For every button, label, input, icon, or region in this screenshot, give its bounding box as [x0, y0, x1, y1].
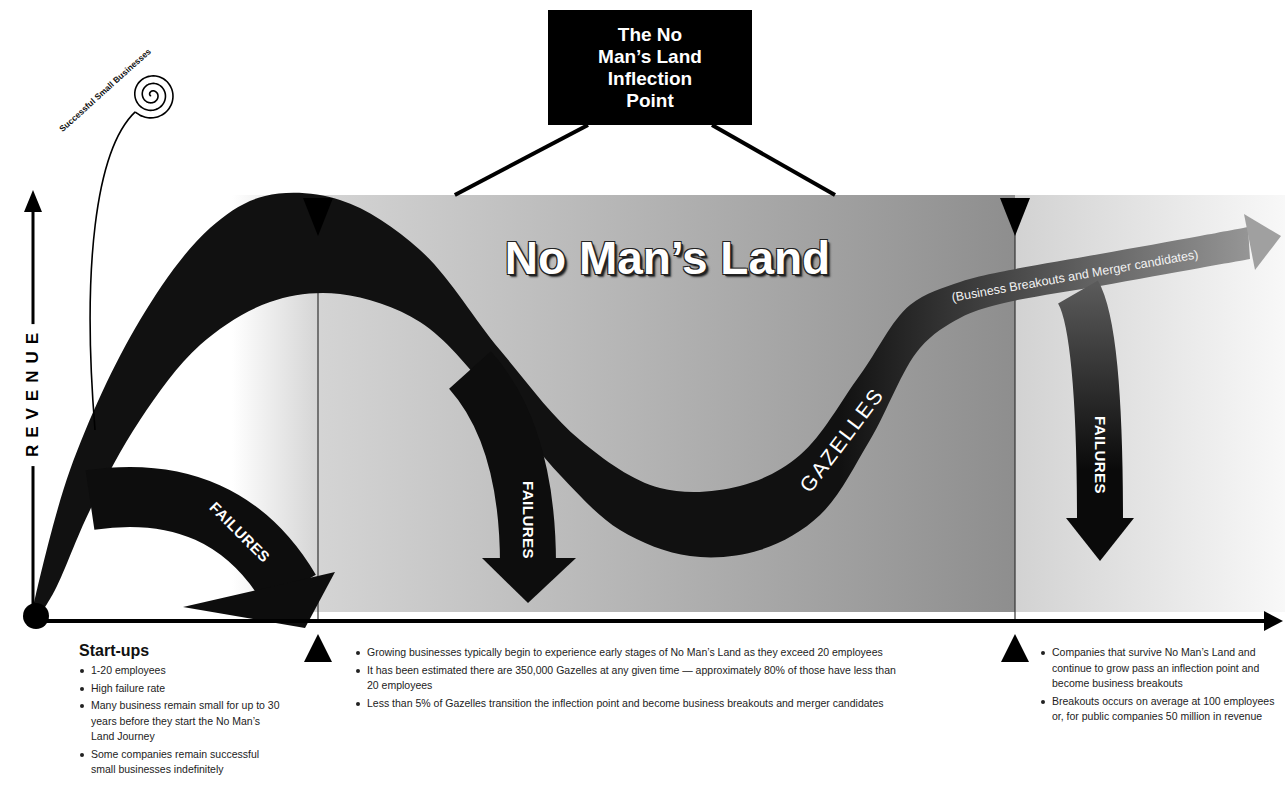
origin-dot: [23, 603, 49, 629]
bullet-text: Growing businesses typically begin to ex…: [367, 645, 883, 661]
bullet-dot: [80, 669, 84, 673]
bullet-row: Breakouts occurs on average at 100 emplo…: [1040, 694, 1278, 725]
bullet-dot: [80, 704, 84, 708]
bullet-dot: [356, 702, 360, 706]
gazelle-label: GAZELLES: [795, 383, 889, 497]
marker-triangle: [303, 198, 333, 236]
axis-arrowhead: [1264, 611, 1283, 631]
bullet-text: It has been estimated there are 350,000 …: [367, 663, 900, 694]
failure-label: FAILURES: [206, 498, 273, 565]
gazelle-arrowhead: [1244, 214, 1281, 270]
bullet-text: High failure rate: [91, 681, 165, 697]
bullet-dot: [356, 669, 360, 673]
axis-line: [30, 619, 1268, 623]
bullet-row: 1-20 employees: [79, 663, 284, 679]
bullet-text: Less than 5% of Gazelles transition the …: [367, 696, 884, 712]
marker-triangle: [1000, 198, 1030, 236]
gazelle-note: (Business Breakouts and Merger candidate…: [951, 247, 1200, 304]
axis-label: REVENUE: [20, 324, 46, 466]
bullet-row: High failure rate: [79, 681, 284, 697]
column-heading: Start-ups: [79, 641, 149, 660]
bullet-row: Some companies remain successful small b…: [79, 747, 284, 778]
bullet-dot: [1041, 700, 1045, 704]
connector-line: [712, 125, 835, 195]
growth-curve: [32, 193, 1250, 618]
bullet-dot: [80, 753, 84, 757]
bullet-dot: [356, 651, 360, 655]
bullet-row: It has been estimated there are 350,000 …: [355, 663, 900, 694]
spiral-label: Successful Small Businesses: [57, 46, 153, 133]
text-column: Growing businesses typically begin to ex…: [355, 645, 900, 713]
failure-label: FAILURES: [1092, 416, 1109, 494]
inflection-box: The No Man’s Land Inflection Point: [548, 10, 752, 125]
marker-triangle: [1001, 634, 1029, 662]
failure-arrowhead: [1066, 518, 1134, 561]
bullet-row: Many business remain small for up to 30 …: [79, 698, 284, 745]
bullet-text: Many business remain small for up to 30 …: [91, 698, 284, 745]
failure-arrow: [90, 497, 290, 590]
bullet-row: Less than 5% of Gazelles transition the …: [355, 696, 900, 712]
bullet-dot: [80, 687, 84, 691]
text-column: Companies that survive No Man’s Land and…: [1040, 645, 1278, 727]
spiral: [135, 76, 173, 118]
axis-arrowhead: [24, 190, 42, 212]
failure-label: FAILURES: [520, 481, 537, 559]
spiral-tail: [90, 112, 135, 430]
region-band: No Man’s Land: [320, 195, 1015, 612]
connector-line: [455, 125, 588, 195]
bullet-row: Growing businesses typically begin to ex…: [355, 645, 900, 661]
column-heading-row: Start-ups: [79, 641, 284, 660]
bullet-text: Companies that survive No Man’s Land and…: [1052, 645, 1278, 692]
bullet-text: 1-20 employees: [91, 663, 166, 679]
bullet-row: Companies that survive No Man’s Land and…: [1040, 645, 1278, 692]
node-text: The No Man’s Land Inflection Point: [594, 24, 706, 112]
node-text: No Man’s Land: [505, 231, 830, 285]
bullet-text: Breakouts occurs on average at 100 emplo…: [1052, 694, 1278, 725]
text-column: Start-ups 1-20 employeesHigh failure rate…: [79, 641, 284, 780]
marker-triangle: [304, 634, 332, 662]
bullet-dot: [1041, 651, 1045, 655]
failure-arrow: [470, 370, 528, 565]
failure-arrowhead: [482, 558, 576, 603]
bullet-text: Some companies remain successful small b…: [91, 747, 284, 778]
